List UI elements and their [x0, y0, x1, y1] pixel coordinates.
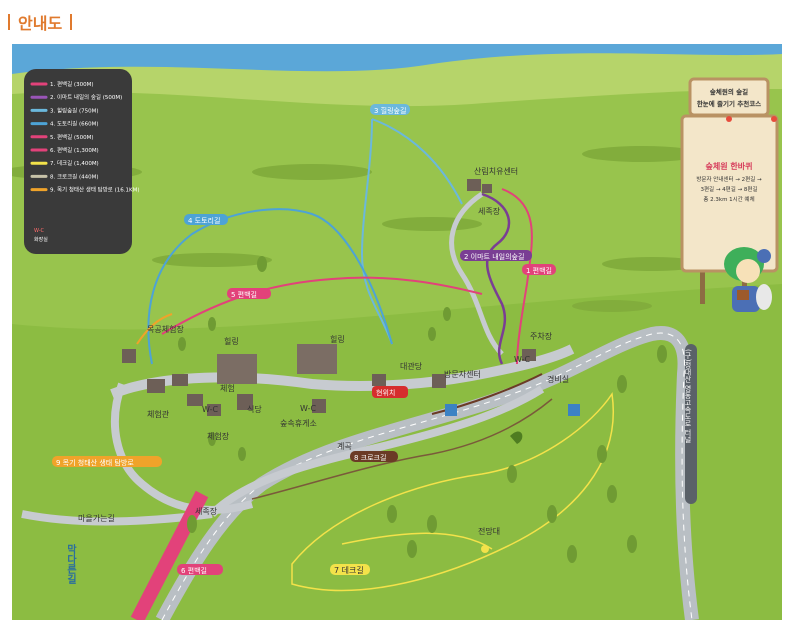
- fern-icon: [510, 431, 523, 444]
- label-village-road: 마을가는길: [78, 514, 115, 523]
- legend-label: 4. 도토리길 (660M): [50, 120, 99, 128]
- legend-label: 1. 편백길 (300M): [50, 80, 93, 88]
- sign-card-line1: 방문자 안내센터 → 2편길 →: [696, 175, 762, 183]
- label-forest-rest: 숲속휴게소: [280, 418, 317, 428]
- office-marker: [372, 386, 408, 398]
- label-wood-experience: 목공체험장: [147, 324, 184, 334]
- mountain-road: [449, 191, 504, 356]
- pill-t9: [52, 456, 162, 467]
- label-valley: 계곡: [337, 441, 352, 451]
- trail-4-dotori: [147, 208, 393, 365]
- page-header: 안내도: [8, 8, 73, 36]
- wheelchair-icon: [445, 404, 457, 416]
- pill-t2: [460, 250, 532, 261]
- title-bar-left: [8, 14, 10, 30]
- pill-t7: [330, 564, 370, 575]
- hill-shadow: [252, 164, 372, 180]
- label-lodging-a: 힐링: [224, 336, 239, 346]
- sign-card-line3: 총 2.3km 1시간 예체: [703, 195, 754, 203]
- label-parking2: 경비실: [547, 374, 569, 384]
- legend-label: 2. 이마트 내일의 숲길 (500M): [50, 93, 122, 101]
- sign-card-title: 숲체원 한바퀴: [706, 161, 753, 171]
- trees: [178, 256, 667, 563]
- legend-items: 1. 편백길 (300M) 2. 이마트 내일의 숲길 (500M) 3. 힐링숲길…: [30, 80, 139, 194]
- sign-title-2: 한눈에 즐기기 추천코스: [697, 99, 761, 108]
- wheelchair-icon: [568, 404, 580, 416]
- trail-label-1: 1 편백길: [526, 266, 552, 275]
- pill-t5: [227, 288, 271, 299]
- label-forest-center: 산림치유센터: [474, 166, 518, 176]
- legend-label: 5. 편백길 (500M): [50, 133, 93, 141]
- label-experience-hall: 체험관: [147, 409, 170, 419]
- trail-map: 3 힐링숲길 4 도토리길 5 편백길 2 이마트 내일의숲길 1 편백길 8 …: [12, 44, 782, 620]
- pill-t6: [177, 564, 223, 575]
- legend-panel: [24, 69, 132, 254]
- trail-label-3: 3 힐링숲길: [374, 106, 406, 115]
- label-trail-house: 세족장: [478, 206, 501, 216]
- trail-8-croc: [251, 398, 553, 500]
- label-training-hall: 체험장: [207, 431, 230, 441]
- legend-wc-sub: 화장실: [34, 236, 48, 243]
- trail-label-6: 6 편백길: [181, 566, 207, 575]
- label-view-deck: 전망대: [478, 526, 500, 536]
- label-wc1: W-C: [202, 405, 218, 414]
- label-education-hall: 체험: [220, 383, 235, 393]
- label-entrance: 세족장: [195, 506, 218, 516]
- legend-label: 8. 크로크길 (440M): [50, 172, 99, 180]
- legend-label: 9. 목기 청태산 생태 탐방로 (16.1KM): [50, 186, 139, 194]
- label-wc2: W-C: [300, 404, 316, 413]
- legend-label: 3. 힐링숲길 (750M): [50, 106, 99, 114]
- trail-label-5: 5 편백길: [231, 290, 257, 299]
- pill-t4: [184, 214, 228, 225]
- title-bar-right: [70, 14, 73, 30]
- lower-road: [209, 385, 545, 517]
- hill-shadow: [582, 146, 702, 162]
- trail-label-2: 2 이마트 내일의숲길: [464, 252, 524, 261]
- trail-2-emart: [481, 192, 511, 365]
- label-tunnel-road: (구)청대산 영동고속도로 터널: [684, 349, 692, 443]
- label-parking: 주차장: [530, 331, 553, 341]
- trail-9-orange: [136, 313, 173, 345]
- label-dining: 식당: [247, 404, 262, 414]
- hill-shadow: [382, 217, 482, 231]
- trail-1-pyeonbaek: [501, 188, 533, 365]
- label-wc3: W-C: [514, 355, 530, 364]
- mascot: [724, 247, 772, 312]
- trail-7-deck: [291, 391, 614, 592]
- trail-label-9: 9 목기 청태산 생태 탐방로: [56, 458, 134, 467]
- trail-6-pyeonbaek: [130, 490, 209, 620]
- legend-wc: W-C: [34, 228, 45, 234]
- inner-road: [110, 344, 575, 399]
- sign-title-1: 숲체원의 숲길: [710, 87, 748, 96]
- view-deck-dot: [481, 545, 489, 553]
- buildings: [122, 179, 536, 416]
- legend-label: 6. 편백길 (1,300M): [50, 146, 99, 154]
- main-road-line: [161, 332, 693, 620]
- label-visitor-center: 방문자센터: [444, 369, 481, 379]
- page-title: 안내도: [18, 14, 63, 33]
- sign-card-line2: 3편길 → 4편길 → 8편길: [700, 185, 757, 193]
- pill-t3: [370, 104, 410, 115]
- trail-label-4: 4 도토리길: [188, 216, 220, 225]
- hill-shadow: [152, 253, 272, 267]
- trail-8-brown: [431, 373, 543, 415]
- tunnel-road-strip: [685, 344, 697, 504]
- pill-t1: [522, 264, 556, 275]
- label-kiosk: 대관당: [400, 361, 423, 371]
- trail-5-pyeonbaek: [161, 276, 483, 335]
- recommend-sign: [680, 77, 779, 304]
- trail-3-healing: [360, 118, 463, 345]
- legend-label: 7. 데크길 (1,400M): [50, 159, 99, 167]
- pill-t8: [350, 451, 398, 462]
- label-makdari: 막다른길: [65, 543, 77, 585]
- trail-label-8: 8 크로크길: [354, 454, 386, 462]
- hill-shadow: [572, 300, 652, 312]
- label-office: 현위치: [376, 388, 395, 397]
- trail-label-7: 7 데크길: [334, 566, 364, 575]
- hill-shadow: [602, 257, 702, 271]
- label-lodging-b: 힐링: [330, 334, 345, 344]
